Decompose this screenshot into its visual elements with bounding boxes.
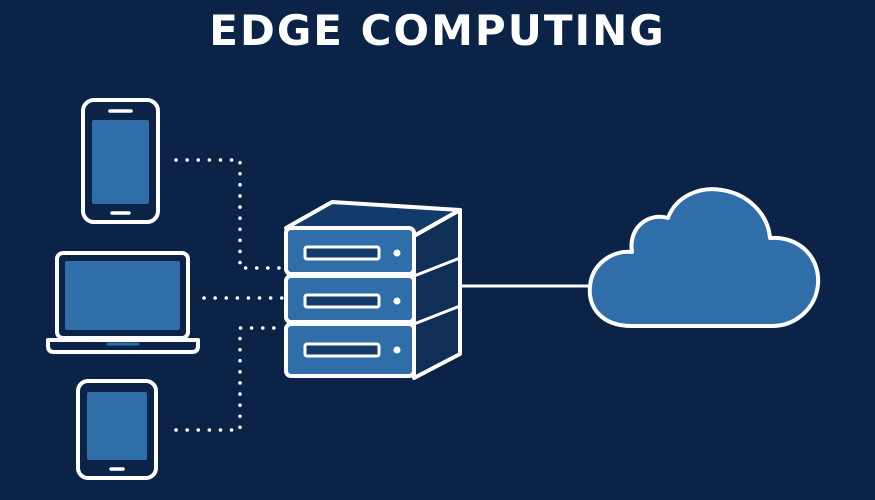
tablet-icon bbox=[76, 379, 158, 480]
smartphone-icon bbox=[81, 98, 160, 224]
server-rack-icon bbox=[284, 200, 462, 380]
diagram-title: EDGE COMPUTING bbox=[209, 6, 666, 55]
phone-connector bbox=[174, 158, 284, 270]
dotted-connectors bbox=[174, 158, 284, 432]
tablet-connector bbox=[174, 326, 284, 432]
server-side-face bbox=[412, 208, 462, 380]
server-unit-1 bbox=[284, 226, 416, 276]
laptop-icon bbox=[46, 251, 200, 354]
server-unit-2 bbox=[284, 274, 416, 324]
cloud-icon bbox=[587, 187, 821, 328]
server-unit-3 bbox=[284, 322, 416, 378]
